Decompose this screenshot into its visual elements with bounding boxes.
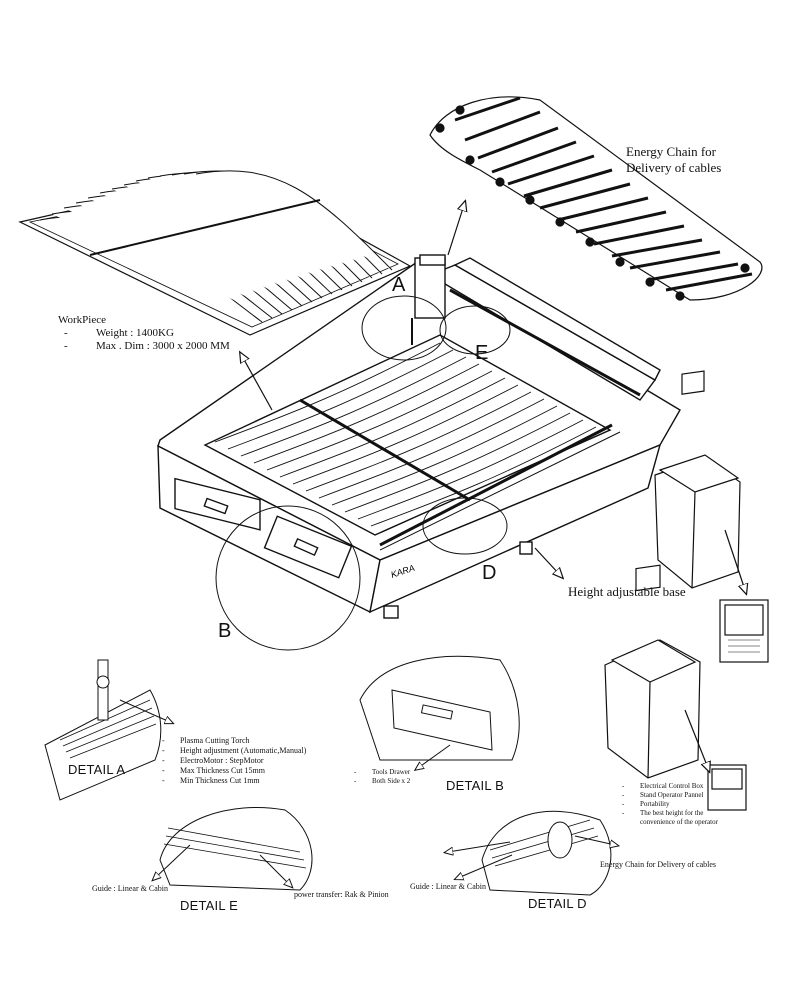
- detail-e-power: power transfer: Rak & Pinion: [294, 890, 389, 899]
- control-box-specs: Electrical Control Box Stand Operator Pa…: [620, 782, 730, 827]
- workpiece-grid: [18, 170, 412, 336]
- workpiece-label: WorkPiece Weight : 1400KG Max . Dim : 30…: [58, 314, 230, 353]
- detail-a-specs: Plasma Cutting Torch Height adjustment (…: [160, 736, 306, 786]
- detail-a-title: DETAIL A: [68, 762, 126, 777]
- control-box: [654, 370, 769, 663]
- detail-b-specs: Tools Drawer Both Side x 2: [352, 768, 410, 786]
- detail-d-title: DETAIL D: [528, 896, 587, 911]
- letter-b: B: [218, 620, 232, 642]
- control-box-small: [604, 564, 747, 811]
- letter-a: A: [392, 274, 406, 296]
- detail-e-title: DETAIL E: [180, 898, 238, 913]
- detail-b-art: [359, 655, 520, 761]
- detail-circles: [215, 295, 511, 651]
- energy-chain-label: Energy Chain for Delivery of cables: [626, 144, 722, 175]
- detail-e-guide: Guide : Linear & Cabin: [92, 884, 168, 893]
- height-base-label: Height adjustable base: [568, 584, 686, 599]
- detail-d-art: [481, 810, 612, 896]
- cutting-table: [157, 254, 681, 619]
- letter-d: D: [482, 562, 497, 584]
- detail-e-art: [159, 806, 313, 891]
- detail-d-guide: Guide : Linear & Cabin: [410, 882, 486, 891]
- detail-a-art: [44, 659, 162, 801]
- workpiece-title: WorkPiece: [58, 314, 106, 326]
- energy-chain: [429, 96, 763, 301]
- detail-b-title: DETAIL B: [446, 778, 504, 793]
- workpiece-specs: Weight : 1400KG Max . Dim : 3000 x 2000 …: [62, 327, 230, 353]
- detail-d-chain: Energy Chain for Delivery of cables: [600, 860, 717, 869]
- letter-e: E: [475, 342, 489, 364]
